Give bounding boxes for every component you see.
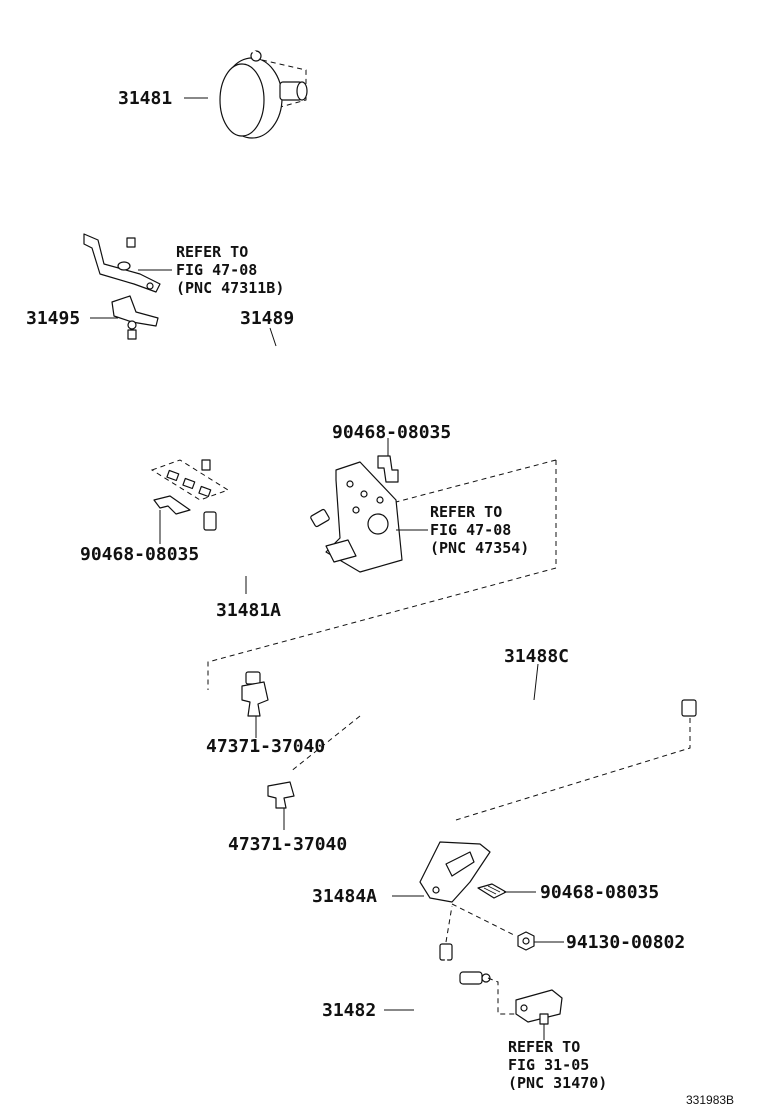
part-number-47371-upper: 47371-37040	[206, 736, 325, 757]
nut-94130	[517, 931, 535, 951]
part-number-31495: 31495	[26, 308, 80, 329]
dash-slave	[487, 977, 516, 1015]
clip-90468-lower	[477, 883, 507, 899]
hose-31481a	[203, 508, 330, 576]
part-number-31481a: 31481A	[216, 600, 281, 621]
ref3-line2: FIG 31-05	[508, 1056, 589, 1074]
part-number-94130: 94130-00802	[566, 932, 685, 953]
ref2-line2: FIG 47-08	[430, 521, 511, 539]
ref1-line2: FIG 47-08	[176, 261, 257, 279]
bracket-31495	[111, 295, 159, 330]
clamp-47371-lower	[267, 781, 295, 809]
clip-90468-left	[153, 495, 191, 515]
ref3-line1: REFER TO	[508, 1038, 580, 1056]
dash-nut	[451, 903, 517, 937]
dash-31488c-down	[455, 718, 691, 821]
pipe-31488c	[245, 658, 704, 734]
clamp-47371-upper	[241, 681, 269, 717]
part-number-31482: 31482	[322, 1000, 376, 1021]
leader-31488c	[533, 663, 539, 701]
clip-90468-upper	[377, 455, 399, 483]
ref3-line3: (PNC 31470)	[508, 1074, 607, 1092]
part-number-90468-upper: 90468-08035	[332, 422, 451, 443]
part-number-31489: 31489	[240, 308, 294, 329]
pipe-31489	[127, 329, 368, 471]
reference-note-3: REFER TO FIG 31-05 (PNC 31470)	[508, 1038, 607, 1092]
pipe-31481	[122, 40, 257, 248]
bracket-47311b	[83, 233, 161, 293]
ref2-line1: REFER TO	[430, 503, 502, 521]
part-number-31481: 31481	[118, 88, 172, 109]
ref1-line3: (PNC 47311B)	[176, 279, 284, 297]
reference-note-2: REFER TO FIG 47-08 (PNC 47354)	[430, 503, 529, 557]
ref1-line1: REFER TO	[176, 243, 248, 261]
dash-clamp-link	[289, 715, 361, 773]
part-number-47371-lower: 47371-37040	[228, 834, 347, 855]
outline-box	[207, 459, 557, 690]
part-number-90468-lower: 90468-08035	[540, 882, 659, 903]
leader-31489	[269, 327, 277, 347]
part-number-31484a: 31484A	[312, 886, 377, 907]
slave-cylinder	[515, 989, 563, 1025]
part-number-90468-left: 90468-08035	[80, 544, 199, 565]
dash-hose-up	[445, 905, 453, 943]
hose-31482	[412, 943, 491, 1032]
part-number-31488c: 31488C	[504, 646, 569, 667]
bracket-47354	[325, 461, 403, 573]
diagram-code: 331983B	[686, 1093, 734, 1107]
bracket-31484a	[419, 841, 491, 903]
master-cylinder	[219, 50, 308, 139]
slotted-plate	[150, 459, 230, 501]
reference-note-1: REFER TO FIG 47-08 (PNC 47311B)	[176, 243, 284, 297]
ref2-line3: (PNC 47354)	[430, 539, 529, 557]
